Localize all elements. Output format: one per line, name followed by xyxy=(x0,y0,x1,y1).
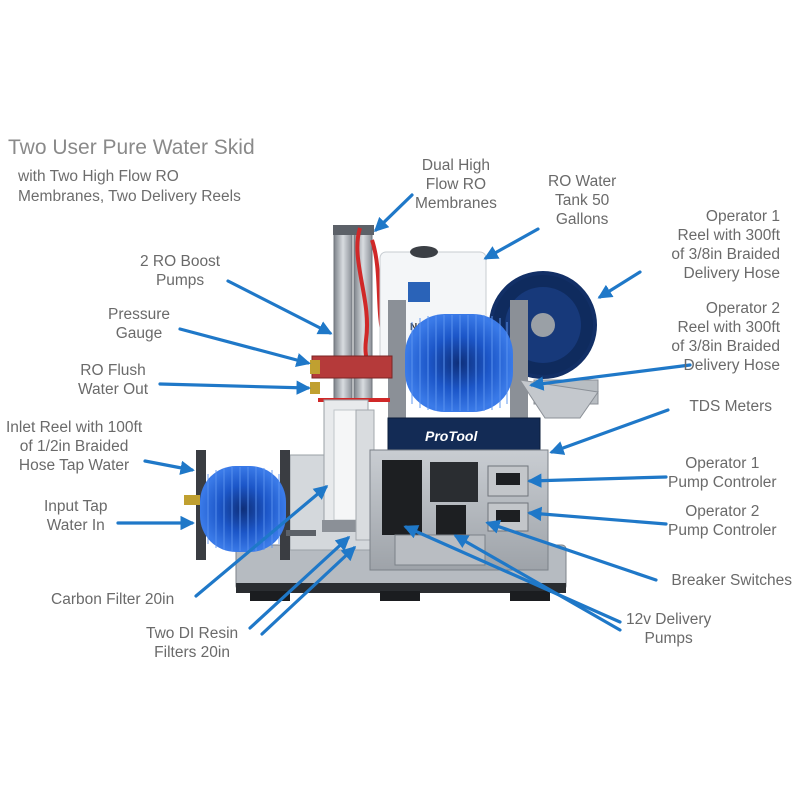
diagram-title: Two User Pure Water Skid xyxy=(8,136,255,159)
arrow-ro-flush xyxy=(158,380,311,395)
arrow-delivery-pumps-2 xyxy=(453,534,622,632)
label-tds-meters: TDS Meters xyxy=(689,398,772,415)
arrow-operator2-reel xyxy=(529,363,692,391)
label-pressure-gauge: Pressure Gauge xyxy=(108,306,171,342)
label-di-resin: Two DI Resin Filters 20in xyxy=(146,625,239,661)
arrow-ro-tank xyxy=(483,227,540,260)
label-inlet-reel: Inlet Reel with 100ft of 1/2in Braided H… xyxy=(6,419,143,474)
label-breaker-switches: Breaker Switches xyxy=(671,572,792,589)
arrow-inlet-reel xyxy=(143,459,195,475)
label-carbon-filter: Carbon Filter 20in xyxy=(51,591,175,608)
arrow-operator1-controller xyxy=(527,473,668,488)
diagram-subtitle: with Two High Flow RO Membranes, Two Del… xyxy=(18,168,241,205)
label-dual-membranes: Dual High Flow RO Membranes xyxy=(415,157,497,212)
label-ro-tank: RO Water Tank 50 Gallons xyxy=(548,173,617,228)
arrow-breaker-switches xyxy=(485,519,658,582)
callout-arrows xyxy=(116,193,692,636)
reel-logo: ProTool xyxy=(425,428,478,444)
arrow-pressure-gauge xyxy=(178,327,311,368)
label-ro-flush: RO Flush Water Out xyxy=(78,362,149,398)
label-boost-pumps: 2 RO Boost Pumps xyxy=(140,253,221,289)
inlet-reel-graphic xyxy=(184,450,316,560)
arrow-di-resin-1 xyxy=(248,536,351,630)
arrow-boost-pumps xyxy=(226,279,333,335)
label-operator1-controller: Operator 1 Pump Controler xyxy=(668,455,777,491)
arrow-delivery-pumps-1 xyxy=(403,525,622,624)
label-input-tap: Input Tap Water In xyxy=(44,498,108,534)
arrow-tds-meters xyxy=(549,408,670,455)
arrow-carbon-filter xyxy=(194,485,329,598)
arrow-dual-membranes xyxy=(373,193,414,233)
arrow-di-resin-2 xyxy=(260,546,357,636)
arrow-operator1-reel xyxy=(597,270,642,299)
label-operator2-controller: Operator 2 Pump Controler xyxy=(668,503,777,539)
arrow-operator2-controller xyxy=(527,506,668,526)
label-operator2-reel: Operator 2 Reel with 300ft of 3/8in Brai… xyxy=(671,300,780,374)
label-delivery-pumps: 12v Delivery Pumps xyxy=(626,611,712,647)
operator2-reel-graphic: ProTool xyxy=(387,300,599,453)
label-operator1-reel: Operator 1 Reel with 300ft of 3/8in Brai… xyxy=(671,208,780,282)
filter-housings xyxy=(322,399,375,541)
